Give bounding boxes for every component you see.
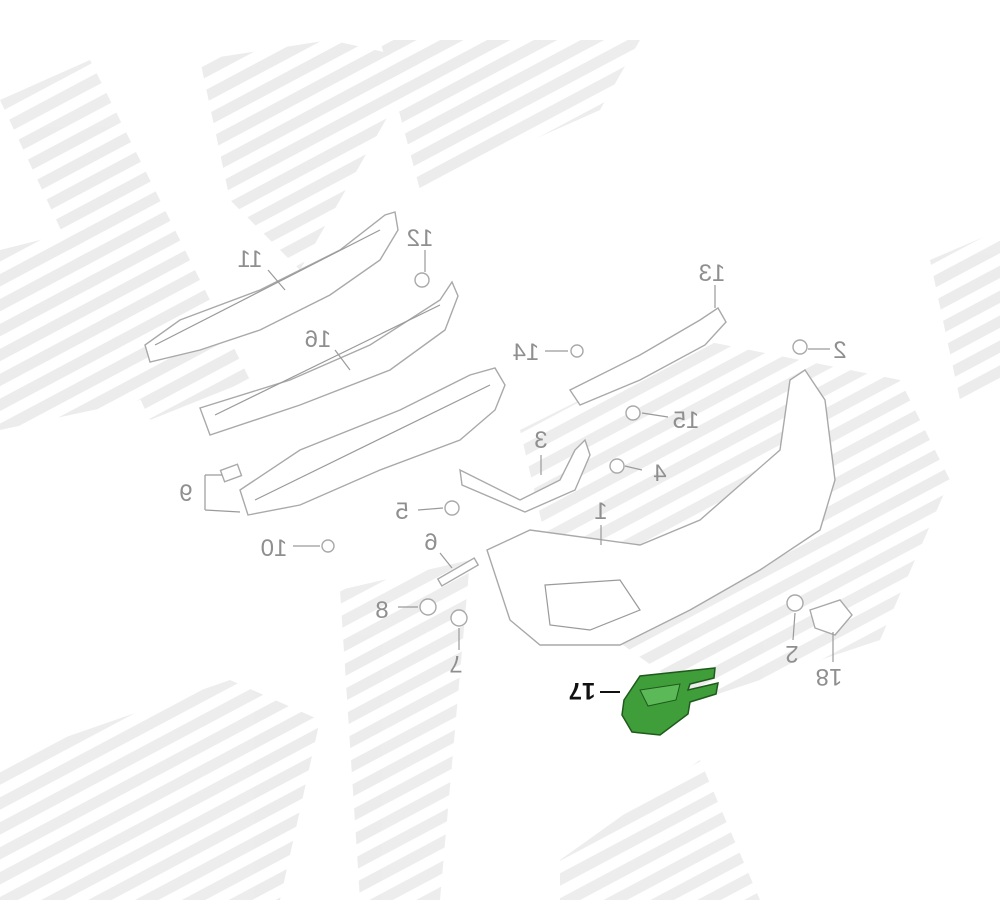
- callout-10: 10: [261, 535, 288, 562]
- callout-3: 3: [534, 427, 547, 454]
- part-17-highlighted-grille[interactable]: [600, 667, 719, 736]
- callout-5: 5: [395, 498, 408, 525]
- callout-9: 9: [179, 480, 192, 507]
- callout-14: 14: [513, 339, 540, 366]
- part-1-bumper-cover[interactable]: [486, 369, 836, 646]
- callout-18: 18: [816, 663, 843, 690]
- callout-1: 1: [594, 498, 607, 525]
- callout-13: 13: [699, 260, 726, 287]
- callout-8: 8: [375, 597, 388, 624]
- callout-2-top: 2: [833, 337, 846, 364]
- callout-labels: 11 12 16 13 14 2 15 3 4 9 5 1 10 6 8 7 2…: [179, 225, 846, 704]
- watermark: [0, 40, 1000, 900]
- callout-7: 7: [449, 650, 462, 677]
- callout-2-bottom: 2: [785, 640, 798, 667]
- part-13-side-bracket[interactable]: [568, 307, 727, 406]
- callout-16: 16: [305, 326, 332, 353]
- callout-12: 12: [407, 225, 434, 252]
- part-3-stay[interactable]: [459, 438, 591, 513]
- leader-lines: [204, 250, 834, 662]
- fasteners: [321, 272, 853, 636]
- callout-4: 4: [653, 460, 666, 487]
- part-11-reinforcement[interactable]: [144, 211, 399, 363]
- callout-11: 11: [238, 246, 263, 273]
- callout-15: 15: [673, 407, 700, 434]
- part-9-absorber[interactable]: [219, 367, 506, 516]
- callout-6: 6: [424, 529, 437, 556]
- part-16-bracket[interactable]: [199, 280, 459, 436]
- callout-17-highlighted: 17: [569, 677, 596, 704]
